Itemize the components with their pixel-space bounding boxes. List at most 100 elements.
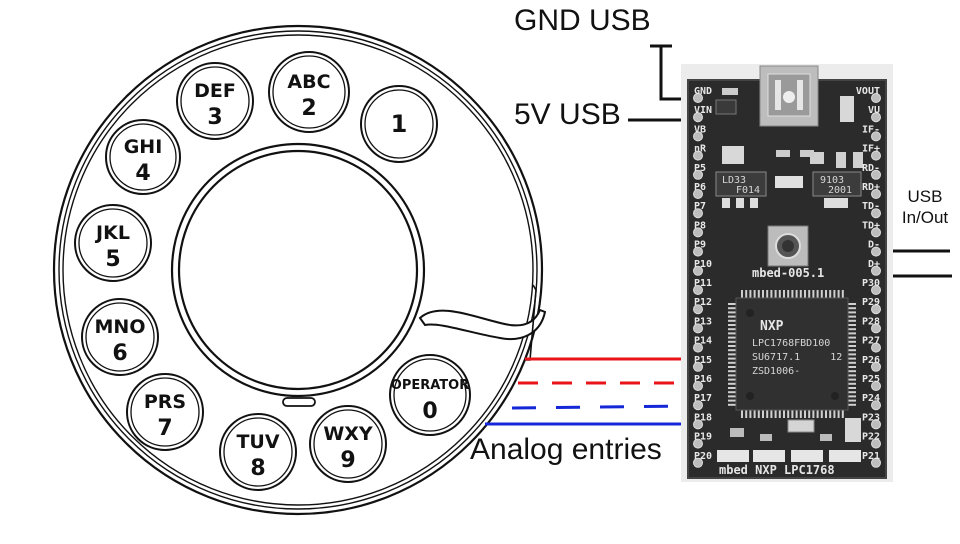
rotary-dial [52, 24, 547, 516]
pin-d-[interactable]: D- [868, 240, 881, 257]
pin-p7[interactable]: P7 [693, 201, 707, 219]
pin-label: P24 [862, 393, 880, 404]
pin-td+[interactable]: TD+ [862, 220, 881, 238]
pin-label: P26 [862, 355, 880, 366]
pin-label: P11 [694, 278, 712, 289]
pin-vin[interactable]: VIN [693, 105, 713, 123]
pin-label: P13 [694, 316, 712, 327]
pin-p25[interactable]: P25 [862, 374, 881, 391]
dial-hole-1[interactable]: 1 [360, 85, 438, 163]
dial-outer-ring [52, 24, 544, 516]
pin-p8[interactable]: P8 [693, 220, 707, 238]
dial-letters: DEF [194, 80, 236, 102]
pin-p5[interactable]: P5 [693, 163, 707, 180]
pin-label: P6 [694, 182, 706, 193]
dial-center-plate [177, 149, 419, 391]
pin-d+[interactable]: D+ [868, 259, 881, 276]
dial-number: 6 [112, 341, 127, 366]
pin-rd-[interactable]: RD- [862, 163, 881, 180]
pin-p29[interactable]: P29 [862, 297, 881, 315]
pin-vb[interactable]: VB [693, 124, 707, 142]
dial-letters: MNO [95, 316, 146, 338]
pin-p10[interactable]: P10 [693, 259, 713, 276]
dial-letters: JKL [94, 222, 130, 244]
pin-label: P19 [694, 432, 712, 443]
dial-letters: PRS [144, 391, 186, 413]
pin-label: P18 [694, 412, 712, 423]
pin-p24[interactable]: P24 [862, 393, 881, 411]
pin-label: VB [694, 124, 706, 135]
pin-p19[interactable]: P19 [693, 432, 713, 449]
chip-brand: NXP [760, 319, 784, 334]
pin-p13[interactable]: P13 [693, 316, 713, 334]
pin-label: P22 [862, 432, 880, 443]
pin-p16[interactable]: P16 [693, 374, 713, 391]
pin-label: P17 [694, 393, 712, 404]
pin-p22[interactable]: P22 [862, 432, 881, 449]
pin-p27[interactable]: P27 [862, 336, 881, 353]
pin-p20[interactable]: P20 [693, 451, 713, 468]
pin-label: P7 [694, 201, 706, 212]
pin-p9[interactable]: P9 [693, 240, 707, 257]
pin-p12[interactable]: P12 [693, 297, 713, 315]
pin-p6[interactable]: P6 [693, 182, 707, 199]
lpc1768-chip: NXP LPC1768FBD100 SU6717.1 12 ZSD1006- [728, 290, 856, 418]
board-name-label: mbed NXP LPC1768 [719, 463, 835, 477]
dial-number: 9 [340, 448, 355, 473]
pin-p23[interactable]: P23 [862, 412, 881, 430]
pin-label: RD+ [862, 182, 880, 193]
dial-number: 4 [135, 161, 150, 186]
5v-usb-label: 5V USB [514, 98, 621, 131]
pin-label: P23 [862, 412, 880, 423]
pin-if+[interactable]: IF+ [862, 144, 881, 161]
pin-label: TD+ [862, 220, 880, 231]
analog-entries-label: Analog entries [470, 433, 662, 466]
pin-label: TD- [862, 201, 880, 212]
pin-if-[interactable]: IF- [862, 124, 881, 142]
pin-label: nR [694, 144, 707, 155]
pin-label: P16 [694, 374, 712, 385]
pin-label: P15 [694, 355, 712, 366]
regulator-left: LD33 F014 [715, 171, 767, 208]
pin-rd+[interactable]: RD+ [862, 182, 881, 199]
pin-label: P28 [862, 316, 880, 327]
pin-p14[interactable]: P14 [693, 336, 713, 353]
pin-label: D- [868, 240, 880, 251]
usb-inout-line2: In/Out [901, 208, 949, 227]
pin-label: VOUT [856, 86, 880, 97]
pin-p17[interactable]: P17 [693, 393, 713, 411]
pin-gnd[interactable]: GND [693, 86, 713, 103]
dial-hole-6[interactable]: MNO 6 [81, 298, 159, 376]
pin-vu[interactable]: VU [868, 105, 881, 123]
pin-label: GND [694, 86, 712, 97]
pin-p18[interactable]: P18 [693, 412, 713, 430]
dial-outer-ring-inner [58, 30, 538, 510]
pin-p11[interactable]: P11 [693, 278, 713, 295]
dial-tab [282, 397, 316, 407]
pin-td-[interactable]: TD- [862, 201, 881, 219]
pin-p30[interactable]: P30 [862, 278, 881, 295]
pin-p15[interactable]: P15 [693, 355, 713, 372]
pin-p21[interactable]: P21 [862, 451, 881, 468]
board-version-label: mbed-005.1 [752, 266, 824, 280]
pin-p26[interactable]: P26 [862, 355, 881, 372]
pin-nr[interactable]: nR [693, 144, 708, 161]
reset-button[interactable] [767, 225, 809, 267]
pin-label: P5 [694, 163, 706, 174]
pin-label: P30 [862, 278, 880, 289]
pin-p28[interactable]: P28 [862, 316, 881, 334]
pin-vout[interactable]: VOUT [856, 86, 881, 103]
dial-number: 8 [250, 456, 265, 481]
dial-number: 2 [301, 96, 316, 121]
regulator-right: 9103 2001 [812, 171, 862, 208]
